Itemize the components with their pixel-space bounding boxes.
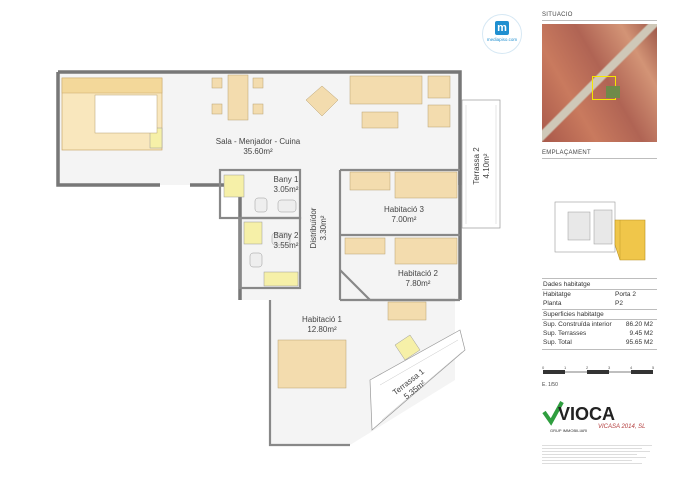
situacio-heading: SITUACIO xyxy=(542,12,573,18)
scale-tick: 0 xyxy=(542,365,545,370)
sup-row-terrasses: Sup. Terrasses 9.45 M2 xyxy=(543,330,653,337)
mediapiso-text: mediapiso.com xyxy=(486,37,518,42)
vioca-check-icon xyxy=(542,401,564,426)
scale-tick: 5 xyxy=(652,365,655,370)
dades-title: Dades habitatge xyxy=(543,281,591,288)
room-name-hab2: Habitació 2 xyxy=(398,269,439,278)
vioca-logo: VIOCA GRUP IMMOBILIARI xyxy=(542,398,615,438)
dades-value: P2 xyxy=(615,300,623,307)
sup-row-interior: Sup. Construïda interior 86.20 M2 xyxy=(543,321,653,328)
scale-bar xyxy=(543,370,653,374)
emplacament-heading: EMPLAÇAMENT xyxy=(542,150,591,156)
sofa xyxy=(305,75,451,129)
room-area-hab2: 7.80m² xyxy=(406,279,431,288)
room-name-bany1: Bany 1 xyxy=(274,175,299,184)
sup-value: 86.20 M2 xyxy=(625,321,653,328)
dining-table xyxy=(211,74,264,121)
room-area-bany2: 3.55m² xyxy=(274,241,299,250)
dades-row-planta: Planta P2 xyxy=(543,300,643,307)
sup-label: Sup. Terrasses xyxy=(543,330,587,337)
scale-label: E. 1/50 xyxy=(542,382,558,388)
dades-value: Porta 2 xyxy=(615,291,636,298)
terrace-1 xyxy=(369,329,466,431)
superficies-title: Superficies habitatge xyxy=(543,311,604,318)
room-name-bany2: Bany 2 xyxy=(274,231,299,240)
room-area-hab3: 7.00m² xyxy=(392,215,417,224)
situation-aerial-map xyxy=(542,24,657,142)
scale-tick: 3 xyxy=(608,365,611,370)
terrace-2 xyxy=(461,99,501,229)
room-area-distribuidor: 3.30m² xyxy=(319,215,328,240)
sup-value: 95.65 M2 xyxy=(625,339,653,346)
room-name-distribuidor: Distribuïdor xyxy=(309,207,318,248)
room-name-hab1: Habitació 1 xyxy=(302,315,343,324)
fine-print xyxy=(542,444,657,466)
room-area-terrassa2: 4.10m² xyxy=(482,153,491,178)
room-area-bany1: 3.05m² xyxy=(274,185,299,194)
sup-row-total: Sup. Total 95.65 M2 xyxy=(543,339,653,346)
dades-label: Planta xyxy=(543,300,562,307)
dades-row-habitatge: Habitatge Porta 2 xyxy=(543,291,643,298)
vicasa-logo: VICASA 2014, SL xyxy=(598,424,645,430)
room-name-terrassa2: Terrassa 2 xyxy=(472,147,481,185)
vicasa-logo-text: VICASA 2014, SL xyxy=(598,424,646,430)
dades-label: Habitatge xyxy=(543,291,571,298)
room-name-hab3: Habitació 3 xyxy=(384,205,425,214)
mediapiso-letter-icon: m xyxy=(495,21,509,35)
vioca-sub: GRUP IMMOBILIARI xyxy=(550,428,588,433)
site-plan xyxy=(554,201,646,261)
vioca-logo-text: VIOCA xyxy=(558,404,616,424)
room-area-hab1: 12.80m² xyxy=(307,325,337,334)
room-area-sala: 35.60m² xyxy=(243,147,273,156)
sup-label: Sup. Construïda interior xyxy=(543,321,612,328)
scale-tick: 4 xyxy=(630,365,633,370)
scale-tick: 1 xyxy=(564,365,567,370)
scale-tick: 2 xyxy=(586,365,589,370)
sup-label: Sup. Total xyxy=(543,339,572,346)
sup-value: 9.45 M2 xyxy=(629,330,654,337)
mediapiso-badge[interactable]: m mediapiso.com xyxy=(482,14,522,54)
room-name-sala: Sala - Menjador - Cuina xyxy=(216,137,301,146)
